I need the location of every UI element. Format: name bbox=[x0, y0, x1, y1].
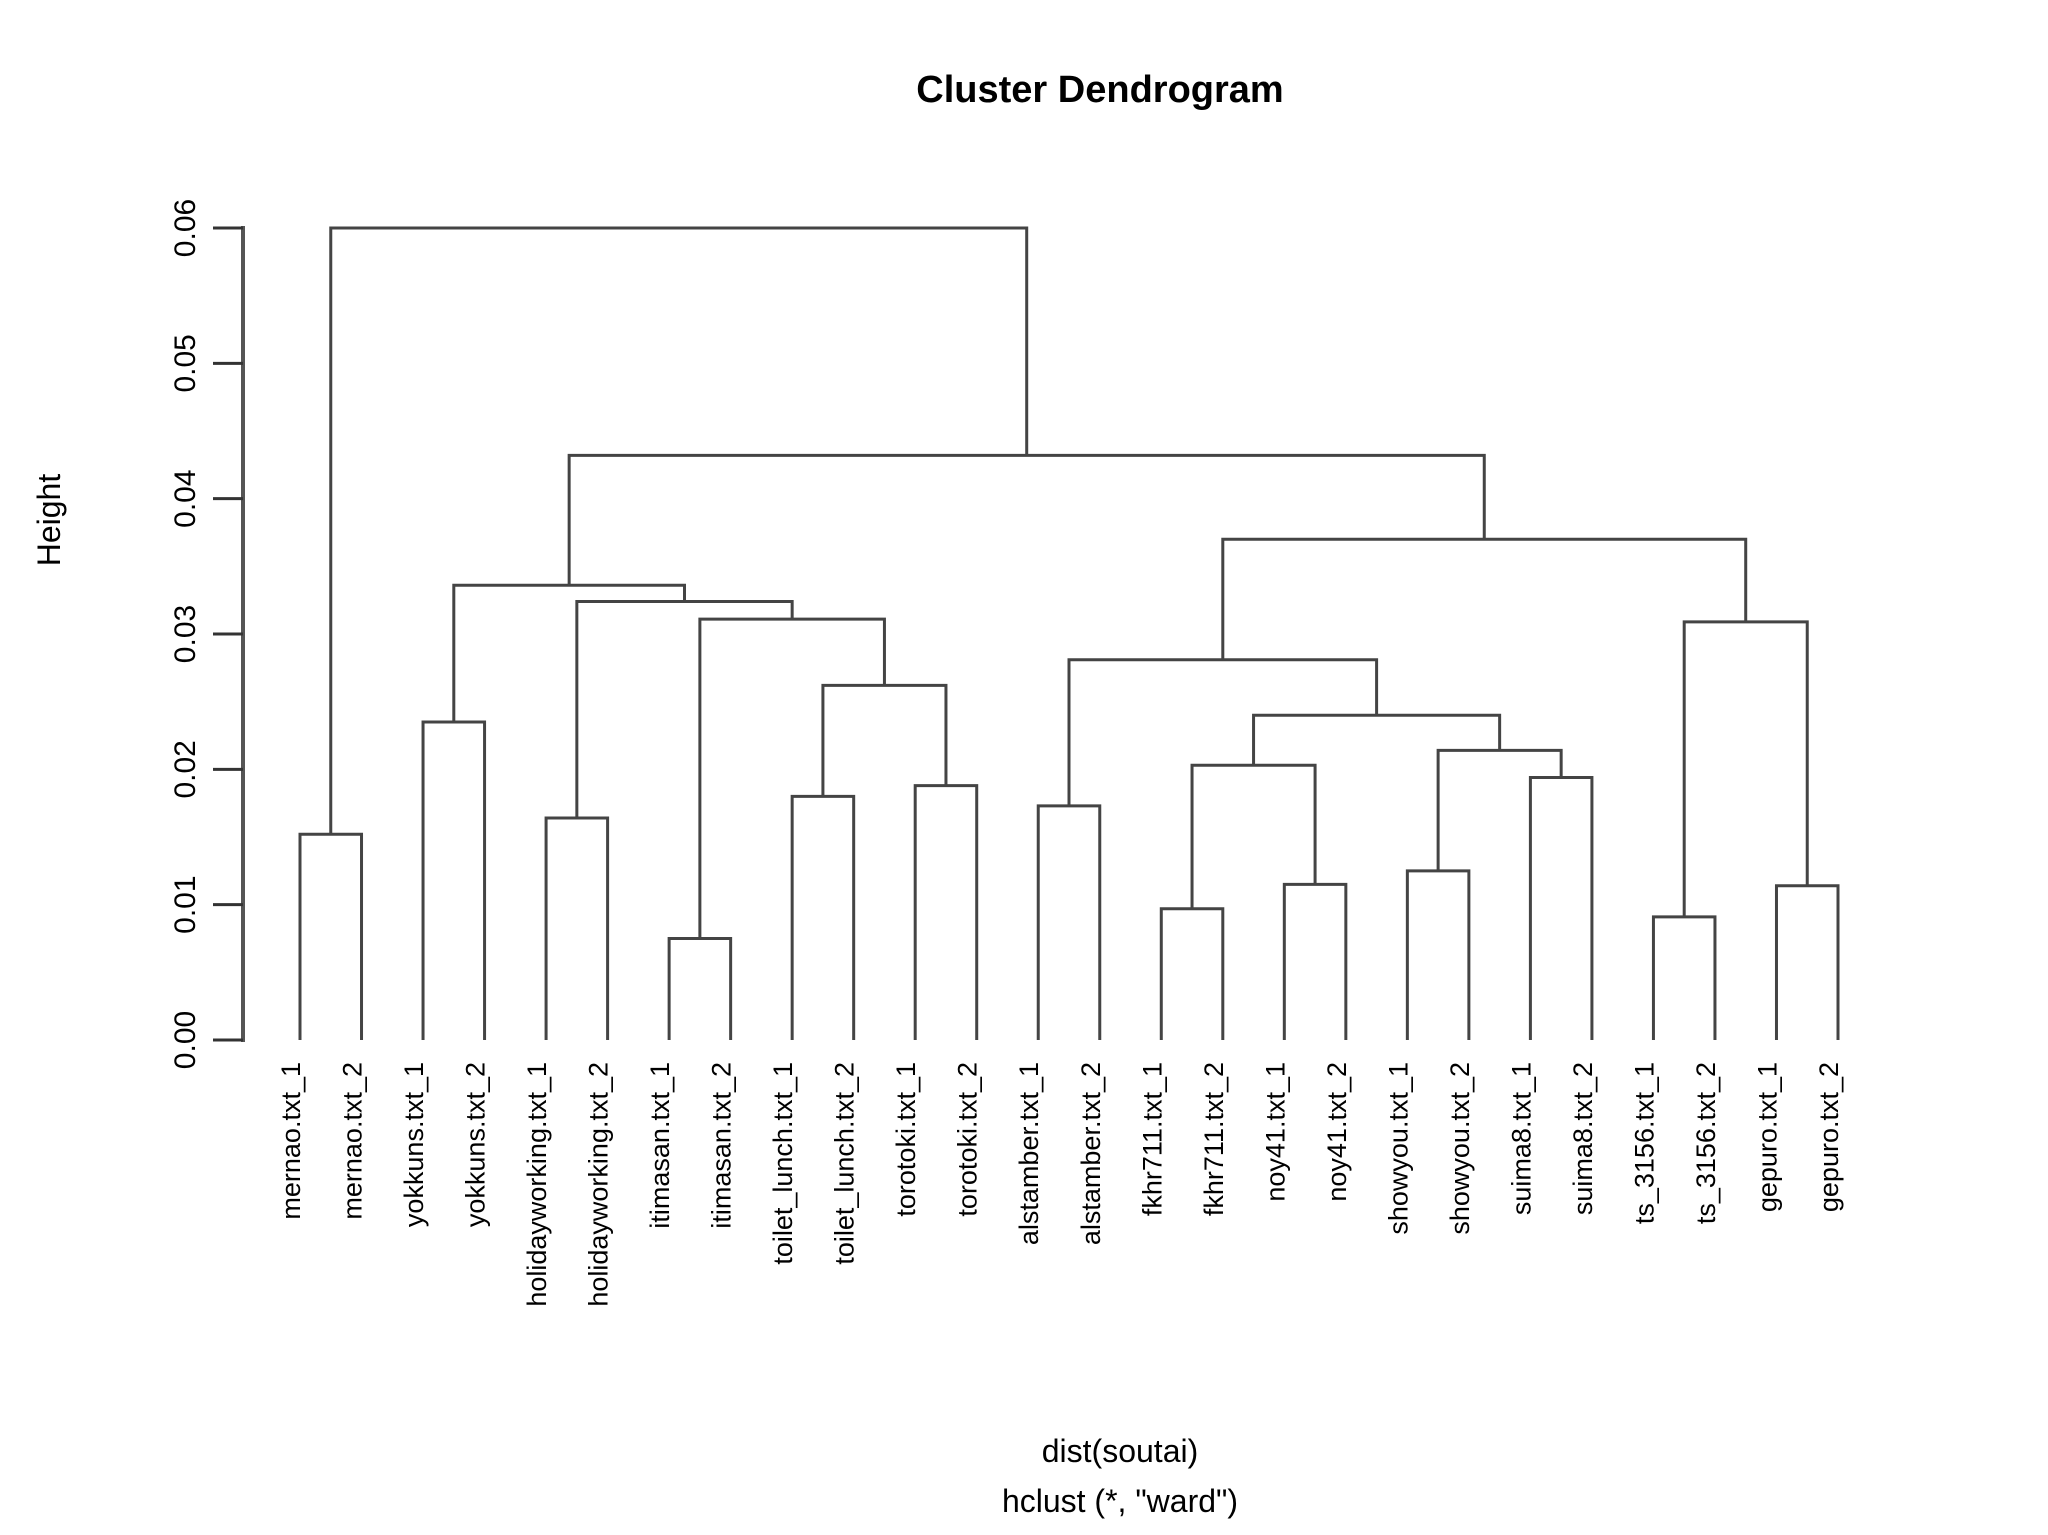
leaf-label: itimasan.txt_2 bbox=[707, 1062, 737, 1229]
leaf-label: mernao.txt_1 bbox=[276, 1062, 306, 1220]
y-axis-tick-label: 0.03 bbox=[169, 605, 202, 663]
dendrogram-links bbox=[298, 226, 1840, 1040]
leaf-label: holidayworking.txt_1 bbox=[522, 1062, 552, 1307]
leaf-label: showyou.txt_2 bbox=[1445, 1062, 1475, 1235]
dendrogram-leaf-labels: mernao.txt_1 mernao.txt_2 yokkuns.txt_1 yok… bbox=[276, 1062, 1844, 1307]
leaf-label: yokkuns.txt_1 bbox=[399, 1062, 429, 1227]
leaf-label: gepuro.txt_1 bbox=[1752, 1062, 1782, 1212]
leaf-label: torotoki.txt_1 bbox=[891, 1062, 921, 1217]
y-axis-tick-label: 0.01 bbox=[169, 875, 202, 933]
leaf-label: toilet_lunch.txt_1 bbox=[768, 1062, 798, 1265]
leaf-label: toilet_lunch.txt_2 bbox=[830, 1062, 860, 1265]
leaf-label: noy41.txt_1 bbox=[1260, 1062, 1290, 1202]
leaf-label: alstamber.txt_2 bbox=[1076, 1062, 1106, 1245]
leaf-label: holidayworking.txt_2 bbox=[584, 1062, 614, 1307]
leaf-label: gepuro.txt_2 bbox=[1814, 1062, 1844, 1212]
leaf-label: mernao.txt_2 bbox=[338, 1062, 368, 1220]
leaf-label: yokkuns.txt_2 bbox=[461, 1062, 491, 1227]
leaf-label: ts_3156.txt_2 bbox=[1691, 1062, 1721, 1224]
leaf-label: alstamber.txt_1 bbox=[1014, 1062, 1044, 1245]
y-axis-tick-label: 0.00 bbox=[169, 1011, 202, 1069]
dendrogram-link bbox=[1436, 748, 1563, 871]
leaf-label: fkhr711.txt_1 bbox=[1137, 1062, 1167, 1216]
dendrogram-link bbox=[329, 226, 1029, 835]
leaf-label: suima8.txt_2 bbox=[1568, 1062, 1598, 1215]
leaf-label: noy41.txt_2 bbox=[1322, 1062, 1352, 1202]
dendrogram-link bbox=[821, 683, 948, 797]
caption-distance: dist(soutai) bbox=[1042, 1433, 1199, 1469]
leaf-label: itimasan.txt_1 bbox=[645, 1062, 675, 1229]
dendrogram-link bbox=[1221, 537, 1748, 660]
leaf-label: ts_3156.txt_1 bbox=[1629, 1062, 1659, 1224]
caption-method: hclust (*, "ward") bbox=[1002, 1483, 1238, 1519]
y-axis-tick-label: 0.02 bbox=[169, 740, 202, 798]
y-axis-tick-label: 0.04 bbox=[169, 469, 202, 527]
leaf-label: torotoki.txt_2 bbox=[953, 1062, 983, 1217]
y-axis: 0.00 0.01 0.02 0.03 0.04 0.05 0.06 bbox=[169, 199, 245, 1069]
leaf-label: fkhr711.txt_2 bbox=[1199, 1062, 1229, 1216]
y-axis-label: Height bbox=[31, 474, 67, 567]
leaf-label: showyou.txt_1 bbox=[1383, 1062, 1413, 1235]
dendrogram-link bbox=[1282, 882, 1348, 1040]
page-title: Cluster Dendrogram bbox=[916, 69, 1283, 111]
leaf-label: suima8.txt_1 bbox=[1506, 1062, 1536, 1215]
y-axis-tick-label: 0.06 bbox=[169, 199, 202, 257]
dendrogram-link bbox=[421, 720, 487, 1040]
dendrogram-link bbox=[1159, 907, 1225, 1040]
dendrogram-link bbox=[1651, 915, 1717, 1040]
y-axis-tick-label: 0.05 bbox=[169, 334, 202, 392]
